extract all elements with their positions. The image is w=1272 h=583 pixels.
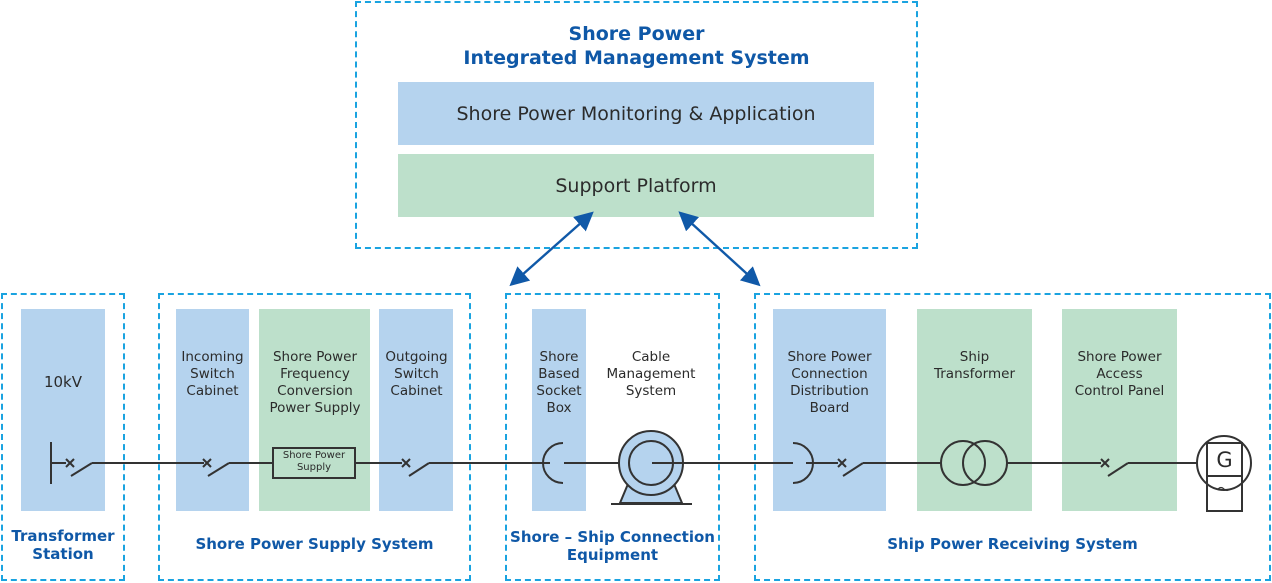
- title-shore-ship-connection: Shore – Ship Connection Equipment: [510, 528, 715, 564]
- title-ship-power-receiving: Ship Power Receiving System: [887, 535, 1138, 553]
- ship-power-receiving-group: [754, 293, 1271, 581]
- breaker-switch-icon: [202, 458, 230, 477]
- monitoring-application-layer: Shore Power Monitoring & Application: [398, 82, 874, 145]
- label-access-control-panel: Shore Power Access Control Panel: [1074, 349, 1165, 399]
- cable-reel-icon: [611, 430, 692, 505]
- block-connection-distribution-board: [773, 309, 886, 511]
- management-system-title: Shore Power Integrated Management System: [463, 23, 810, 69]
- label-cable-management: Cable Management System: [606, 349, 696, 399]
- link-arrow-left: [509, 211, 594, 287]
- breaker-switch-icon: [837, 458, 864, 477]
- label-outgoing-switch-cabinet: Outgoing Switch Cabinet: [385, 349, 448, 399]
- block-incoming-switch-cabinet: [176, 309, 249, 511]
- label-ship-transformer: Ship Transformer: [933, 349, 1015, 382]
- support-platform-layer: Support Platform: [398, 154, 874, 217]
- block-socket-box: [532, 309, 586, 511]
- generator-label: G: [1216, 448, 1233, 472]
- block-10kv: [21, 309, 105, 511]
- breaker-switch-icon: [65, 458, 93, 477]
- generator-icon: [1196, 435, 1252, 512]
- monitoring-application-label: Shore Power Monitoring & Application: [456, 102, 816, 125]
- support-platform-label: Support Platform: [555, 174, 717, 197]
- label-10kv: 10kV: [43, 373, 83, 391]
- label-incoming-switch-cabinet: Incoming Switch Cabinet: [181, 349, 244, 399]
- title-transformer-station: Transformer Station: [11, 527, 115, 563]
- transformer-station-group: [1, 293, 125, 581]
- shore-ship-connection-group: [505, 293, 720, 581]
- block-ship-transformer: [917, 309, 1032, 511]
- link-arrow-right: [678, 211, 761, 287]
- shore-power-supply-box-label: Shore Power Supply: [282, 450, 346, 473]
- label-connection-distribution-board: Shore Power Connection Distribution Boar…: [787, 349, 872, 416]
- label-socket-box: Shore Based Socket Box: [536, 349, 582, 416]
- block-access-control-panel: [1062, 309, 1177, 511]
- socket-icon: [542, 442, 564, 484]
- transformer-icon: [940, 440, 1008, 486]
- title-shore-power-supply-system: Shore Power Supply System: [195, 535, 434, 553]
- breaker-switch-icon: [401, 458, 430, 477]
- block-outgoing-switch-cabinet: [379, 309, 453, 511]
- label-frequency-conversion: Shore Power Frequency Conversion Power S…: [269, 349, 361, 416]
- breaker-switch-icon: [1100, 458, 1129, 477]
- management-system-group: [355, 1, 918, 249]
- shore-power-supply-system-group: [158, 293, 471, 581]
- shore-power-supply-box: [272, 447, 356, 479]
